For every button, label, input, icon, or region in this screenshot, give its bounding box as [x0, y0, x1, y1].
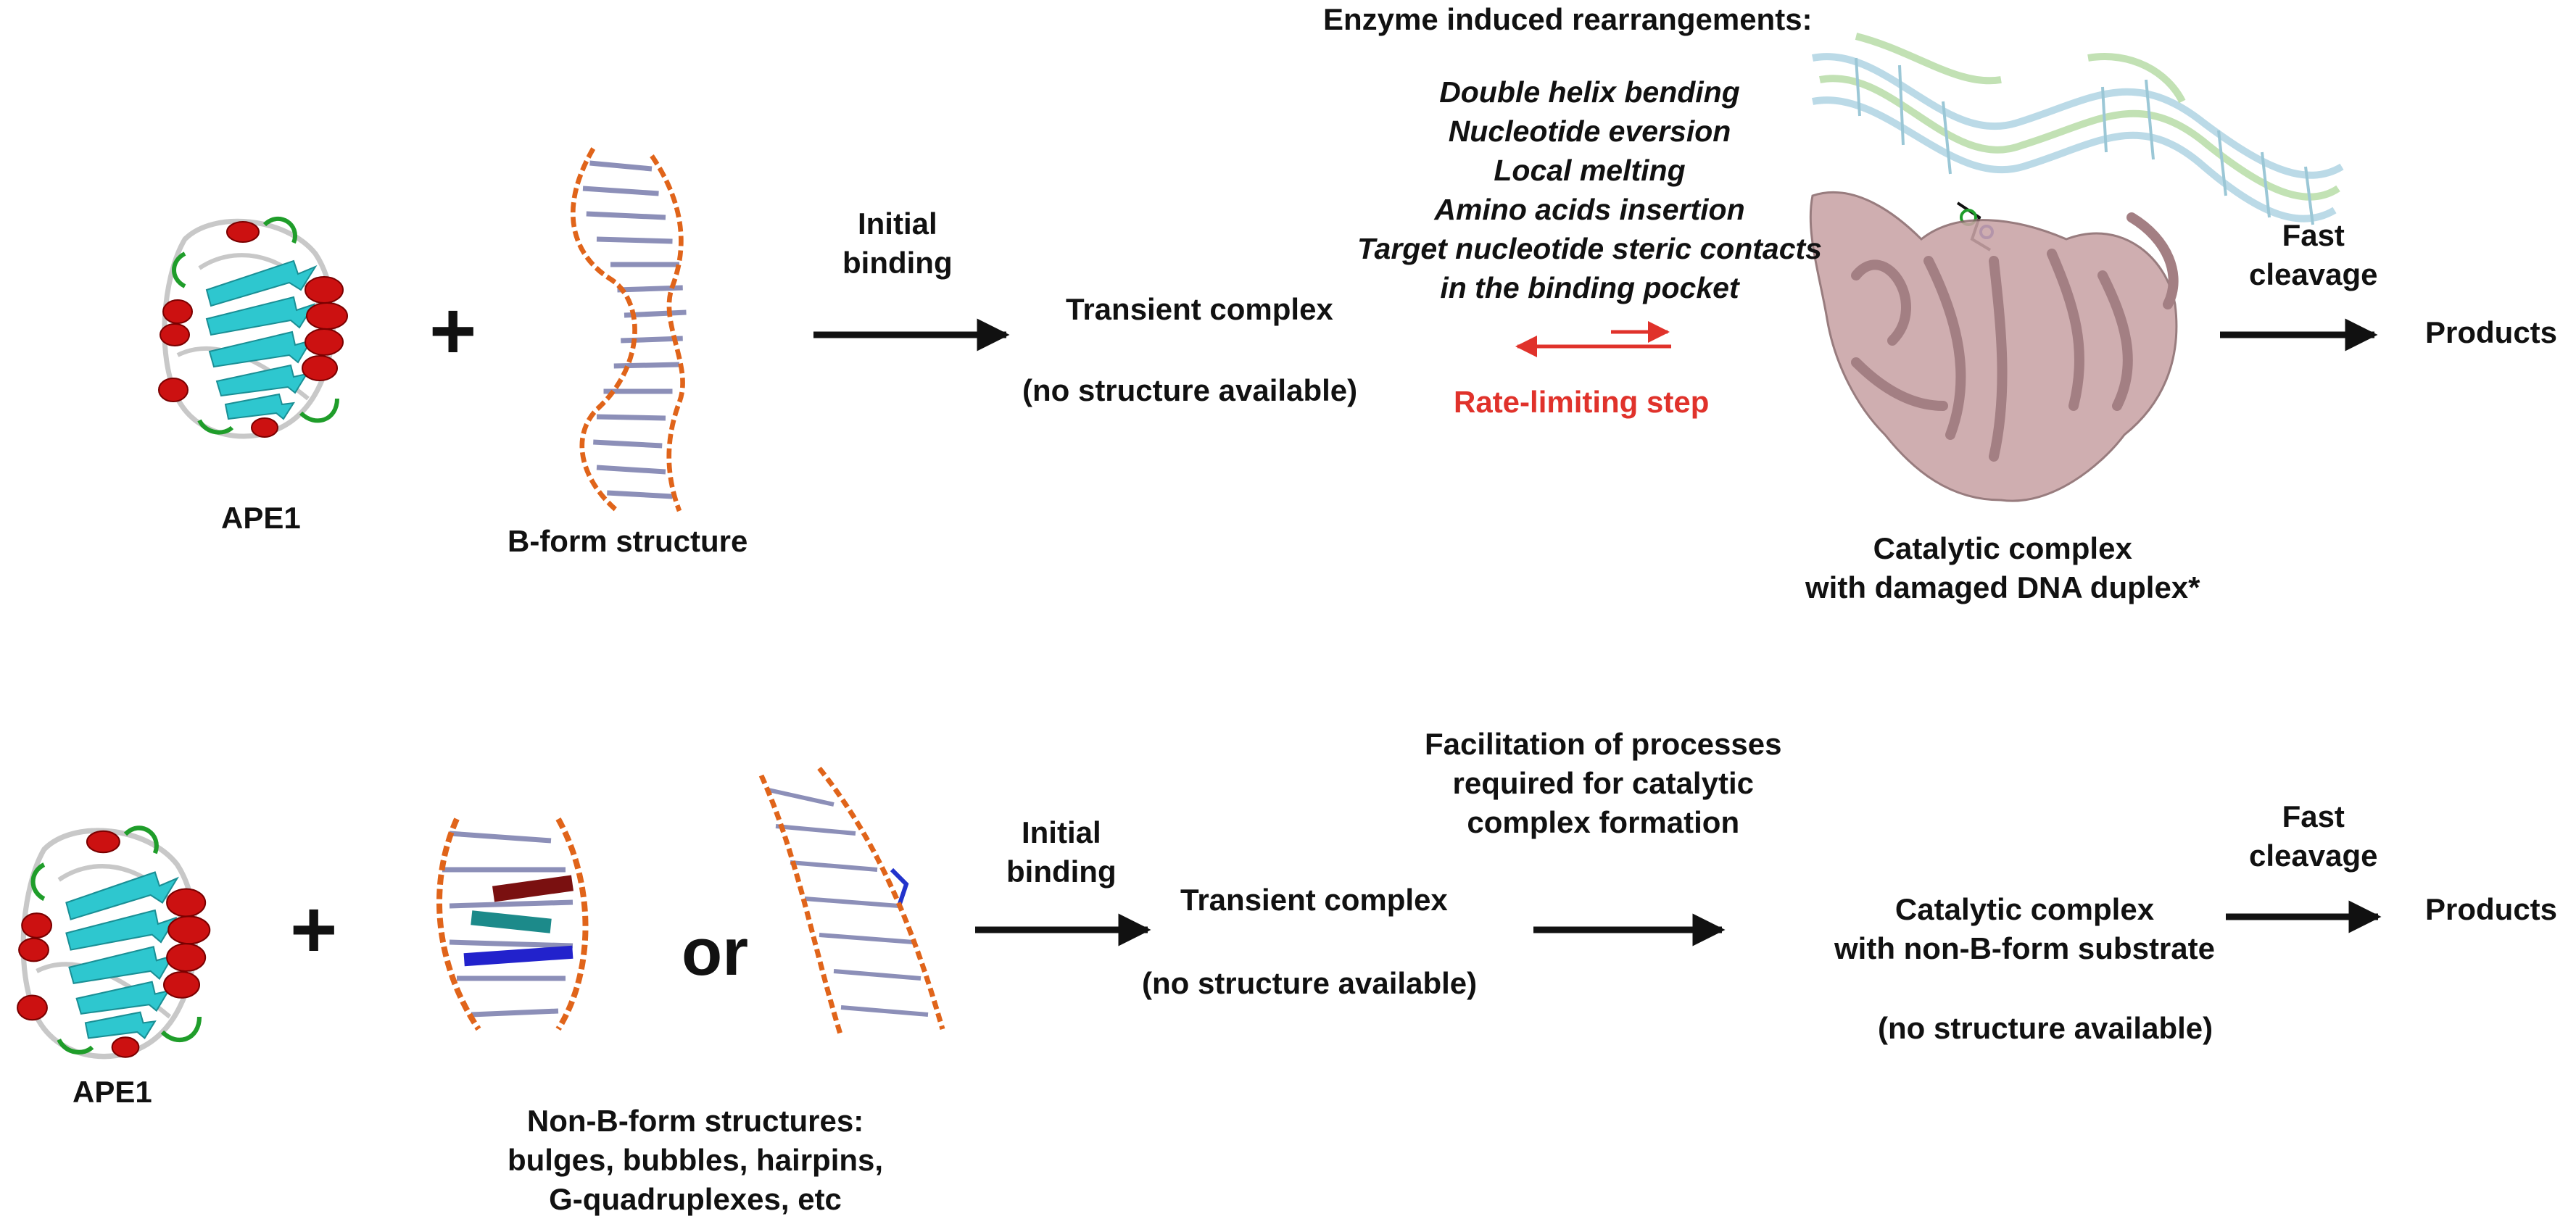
plus-sign-bottom: + — [290, 884, 338, 975]
catalytic-no-structure-label: (no structure available) — [1878, 1011, 2213, 1045]
initial-binding-label-top: Initial binding — [842, 204, 953, 283]
b-form-dna-structure — [573, 149, 686, 511]
rearrangement-item: Nucleotide eversion — [1448, 115, 1731, 148]
nonb-line-1: Non-B-form structures: — [526, 1104, 864, 1138]
fast-cleavage-line-2: cleavage — [2249, 839, 2378, 873]
catalytic-complex-line-1: Catalytic complex — [1894, 892, 2155, 926]
catalytic-complex-label-bottom: Catalytic complex with non-B-form substr… — [1834, 890, 2215, 968]
nonb-form-label: Non-B-form structures: bulges, bubbles, … — [508, 1102, 883, 1219]
rearrangements-list: Double helix bending Nucleotide eversion… — [1357, 72, 1822, 307]
initial-binding-line-2: binding — [1006, 854, 1117, 889]
rearrangement-item: Target nucleotide steric contacts — [1357, 232, 1822, 265]
rearrangement-item: Double helix bending — [1439, 75, 1740, 109]
bulge-dna-structure — [436, 817, 589, 1031]
initial-binding-line-2: binding — [842, 246, 953, 280]
fast-cleavage-line-2: cleavage — [2249, 257, 2378, 291]
transient-complex-label-bottom: Transient complex — [1180, 883, 1448, 917]
initial-binding-label-bottom: Initial binding — [1006, 813, 1117, 891]
facilitation-line-3: complex formation — [1467, 805, 1740, 839]
fast-cleavage-line-1: Fast — [2282, 218, 2345, 252]
fast-cleavage-line-1: Fast — [2282, 799, 2345, 833]
rearrangement-item: Amino acids insertion — [1434, 193, 1745, 226]
catalytic-complex-line-2: with non-B-form substrate — [1834, 931, 2215, 965]
facilitation-label: Facilitation of processes required for c… — [1425, 725, 1781, 842]
no-structure-label-top: (no structure available) — [1022, 373, 1358, 407]
catalytic-complex-line-1: Catalytic complex — [1873, 531, 2132, 565]
ape1-label-bottom: APE1 — [73, 1075, 152, 1109]
rearrangements-title: Enzyme induced rearrangements: — [1323, 2, 1813, 36]
ape1-label-top: APE1 — [221, 501, 301, 535]
nonb-line-3: G-quadruplexes, etc — [549, 1182, 842, 1216]
b-form-label: B-form structure — [508, 524, 748, 558]
facilitation-line-1: Facilitation of processes — [1425, 727, 1782, 761]
catalytic-complex-line-2: with damaged DNA duplex* — [1805, 570, 2200, 604]
rate-limiting-label: Rate-limiting step — [1454, 385, 1710, 419]
nonb-line-2: bulges, bubbles, hairpins, — [508, 1143, 884, 1177]
initial-binding-line-1: Initial — [857, 207, 937, 241]
rearrangement-item: in the binding pocket — [1440, 271, 1739, 304]
no-structure-label-bottom: (no structure available) — [1142, 966, 1478, 1000]
catalytic-complex-structure — [1809, 33, 2344, 502]
rearrangement-item: Local melting — [1494, 154, 1686, 187]
products-label-top: Products — [2425, 315, 2558, 349]
catalytic-complex-label-top: Catalytic complex with damaged DNA duple… — [1805, 529, 2200, 607]
hairpin-dna-structure — [758, 766, 945, 1038]
ape1-structure-top — [159, 219, 347, 437]
facilitation-line-2: required for catalytic — [1452, 766, 1754, 800]
transient-complex-label-top: Transient complex — [1066, 292, 1333, 326]
products-label-bottom: Products — [2425, 892, 2558, 926]
fast-cleavage-label-bottom: Fast cleavage — [2249, 797, 2377, 875]
or-label: or — [682, 915, 748, 989]
initial-binding-line-1: Initial — [1021, 815, 1101, 849]
fast-cleavage-label-top: Fast cleavage — [2249, 216, 2377, 294]
ape1-structure-bottom — [17, 828, 210, 1057]
plus-sign-top: + — [429, 286, 477, 376]
